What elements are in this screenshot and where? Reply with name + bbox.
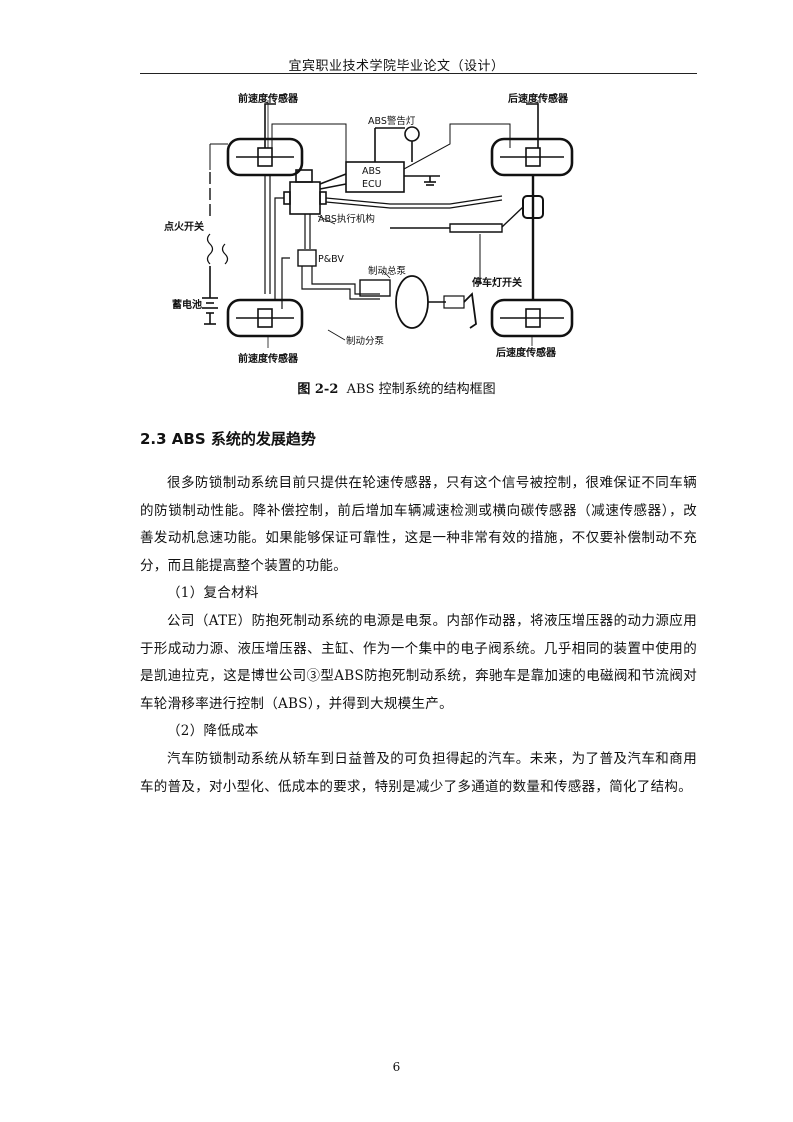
section-title: 2.3 ABS 系统的发展趋势 bbox=[140, 430, 316, 448]
rear-wheel-top bbox=[490, 137, 574, 177]
figure-caption-number: 图 2-2 bbox=[297, 382, 339, 397]
page-number: 6 bbox=[392, 1060, 401, 1074]
body-text: 很多防锁制动系统目前只提供在轮速传感器，只有这个信号被控制，很难保证不同车辆的防… bbox=[140, 470, 697, 801]
label-rear-sensor-top: 后速度传感器 bbox=[508, 92, 569, 105]
paragraph: 很多防锁制动系统目前只提供在轮速传感器，只有这个信号被控制，很难保证不同车辆的防… bbox=[140, 475, 697, 574]
label-pbv: P&BV bbox=[318, 254, 344, 265]
rear-wheel-bottom bbox=[490, 298, 574, 338]
label-battery: 蓄电池 bbox=[172, 298, 202, 311]
subheading: （1）复合材料 bbox=[167, 585, 259, 602]
label-ecu-line2: ECU bbox=[362, 179, 382, 190]
figure-caption: 图 2-2 ABS 控制系统的结构框图 bbox=[0, 378, 793, 397]
label-stop-switch: 停车灯开关 bbox=[472, 276, 522, 289]
header-rule bbox=[140, 73, 697, 74]
front-left-wheel-bottom bbox=[226, 298, 304, 338]
abs-diagram: 前速度传感器 后速度传感器 ABS警告灯 ABS ECU ABS执行机构 点火开… bbox=[164, 92, 574, 365]
label-master-cylinder: 制动总泵 bbox=[368, 265, 407, 277]
label-ecu-line1: ABS bbox=[362, 166, 381, 177]
paragraph: 公司（ATE）防抱死制动系统的电源是电泵。内部作动器，将液压增压器的动力源应用于… bbox=[140, 612, 697, 712]
label-rear-sensor-bottom: 后速度传感器 bbox=[496, 346, 557, 359]
label-front-sensor-bottom: 前速度传感器 bbox=[238, 352, 299, 365]
subheading: （2）降低成本 bbox=[167, 723, 259, 740]
label-actuator: ABS执行机构 bbox=[318, 213, 375, 225]
label-warning-light: ABS警告灯 bbox=[368, 115, 416, 127]
paragraph: 汽车防锁制动系统从轿车到日益普及的可负担得起的汽车。未来，为了普及汽车和商用车的… bbox=[140, 750, 697, 795]
label-wheel-cylinder: 制动分泵 bbox=[346, 335, 385, 347]
abs-structure-figure: 前速度传感器 后速度传感器 ABS警告灯 ABS ECU ABS执行机构 点火开… bbox=[150, 84, 620, 374]
label-front-sensor-top: 前速度传感器 bbox=[238, 92, 299, 105]
label-ignition: 点火开关 bbox=[164, 220, 204, 233]
page-header: 宜宾职业技术学院毕业论文（设计） bbox=[288, 59, 505, 74]
figure-caption-text: ABS 控制系统的结构框图 bbox=[346, 382, 496, 397]
